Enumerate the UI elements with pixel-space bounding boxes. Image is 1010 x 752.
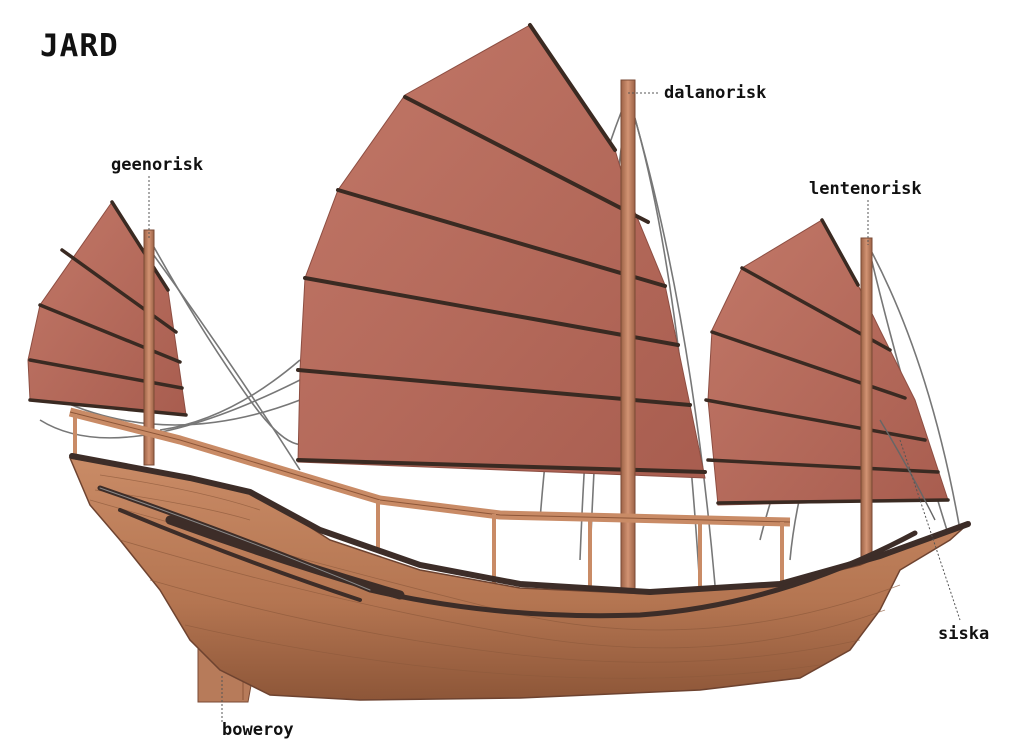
label-sheet: siska <box>938 624 990 644</box>
label-fore-mast: geenorisk <box>111 155 204 175</box>
railing <box>68 407 791 600</box>
label-mizzen-mast: lentenorisk <box>809 179 922 199</box>
page-title: JARD <box>40 28 119 64</box>
main-sail <box>296 23 707 479</box>
masts <box>143 79 873 601</box>
fore-sail <box>27 200 188 417</box>
mizzen-mast <box>860 237 873 564</box>
mizzen-sail <box>704 218 950 506</box>
hull <box>68 453 971 701</box>
leader-lines <box>148 92 961 722</box>
sheet-line <box>879 419 936 521</box>
label-main-mast: dalanorisk <box>664 83 767 103</box>
label-rudder: boweroy <box>222 720 294 740</box>
